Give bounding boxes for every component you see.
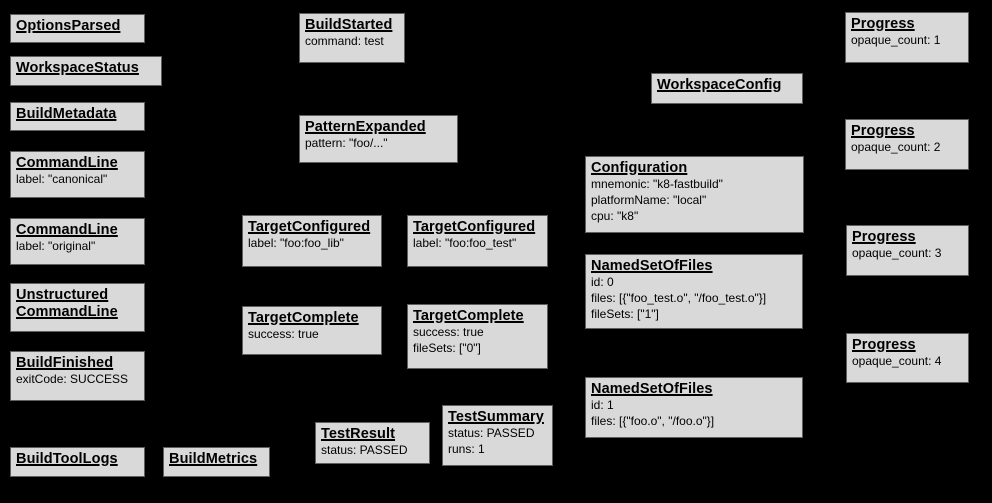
event-node-attribute: label: "original" <box>16 239 96 254</box>
event-node-buildmetrics-8: BuildMetrics <box>163 447 270 477</box>
event-node-attribute: label: "foo:foo_lib" <box>248 236 344 251</box>
event-node-attribute: id: 0 <box>591 275 614 290</box>
event-node-attribute: status: PASSED <box>448 426 535 441</box>
event-node-title: TargetComplete <box>248 310 359 326</box>
event-node-optionsparsed-0: OptionsParsed <box>10 14 145 43</box>
event-node-attribute: fileSets: ["0"] <box>413 341 481 356</box>
event-node-title: Progress <box>851 123 915 139</box>
event-node-title: WorkspaceStatus <box>16 60 139 76</box>
event-node-attribute: files: [{"foo.o", "/foo.o"}] <box>591 414 715 429</box>
event-node-title: Progress <box>851 16 915 32</box>
event-node-title: CommandLine <box>16 155 118 171</box>
event-node-title: TargetComplete <box>413 308 524 324</box>
event-node-attribute: pattern: "foo/..." <box>305 136 388 151</box>
event-node-title: Progress <box>852 229 916 245</box>
event-node-title: WorkspaceConfig <box>657 77 782 93</box>
event-node-attribute: label: "canonical" <box>16 172 108 187</box>
event-node-title: Configuration <box>591 160 688 176</box>
event-node-title: Progress <box>852 337 916 353</box>
event-node-title: OptionsParsed <box>16 18 121 34</box>
event-node-attribute: label: "foo:foo_test" <box>413 236 517 251</box>
event-node-title: CommandLine <box>16 222 118 238</box>
event-node-attribute: files: [{"foo_test.o", "/foo_test.o"}] <box>591 291 767 306</box>
event-node-title: NamedSetOfFiles <box>591 258 713 274</box>
event-node-attribute: opaque_count: 1 <box>851 33 941 48</box>
event-node-attribute: status: PASSED <box>321 443 408 458</box>
event-node-attribute: platformName: "local" <box>591 193 707 208</box>
event-node-attribute: opaque_count: 4 <box>852 354 942 369</box>
event-node-workspacestatus-1: WorkspaceStatus <box>10 56 162 86</box>
event-node-title: BuildFinished <box>16 355 114 371</box>
event-node-title: TestResult <box>321 426 396 442</box>
event-node-title: NamedSetOfFiles <box>591 381 713 397</box>
event-node-attribute: opaque_count: 2 <box>851 140 941 155</box>
event-node-unstructured-commandline-5: Unstructured CommandLine <box>10 283 145 332</box>
event-node-attribute: success: true <box>413 325 484 340</box>
event-node-attribute: id: 1 <box>591 398 614 413</box>
event-node-attribute: cpu: "k8" <box>591 209 639 224</box>
event-node-title: TestSummary <box>448 409 544 425</box>
event-node-title: BuildToolLogs <box>16 451 118 467</box>
event-node-buildtoollogs-7: BuildToolLogs <box>10 447 145 477</box>
event-node-workspaceconfig-17: WorkspaceConfig <box>651 73 803 104</box>
event-node-title: TargetConfigured <box>248 219 371 235</box>
event-node-attribute: command: test <box>305 34 384 49</box>
event-node-attribute: fileSets: ["1"] <box>591 307 659 322</box>
event-node-attribute: opaque_count: 3 <box>852 246 942 261</box>
event-node-title: TargetConfigured <box>413 219 536 235</box>
event-node-attribute: success: true <box>248 327 319 342</box>
event-node-buildmetadata-2: BuildMetadata <box>10 102 145 131</box>
event-node-title: BuildStarted <box>305 17 393 33</box>
event-node-attribute: runs: 1 <box>448 442 485 457</box>
event-node-attribute: exitCode: SUCCESS <box>16 372 129 387</box>
event-node-title: Unstructured CommandLine <box>16 287 118 321</box>
event-node-title: PatternExpanded <box>305 119 426 135</box>
event-node-title: BuildMetadata <box>16 106 117 122</box>
event-node-attribute: mnemonic: "k8-fastbuild" <box>591 177 723 192</box>
event-node-title: BuildMetrics <box>169 451 258 467</box>
